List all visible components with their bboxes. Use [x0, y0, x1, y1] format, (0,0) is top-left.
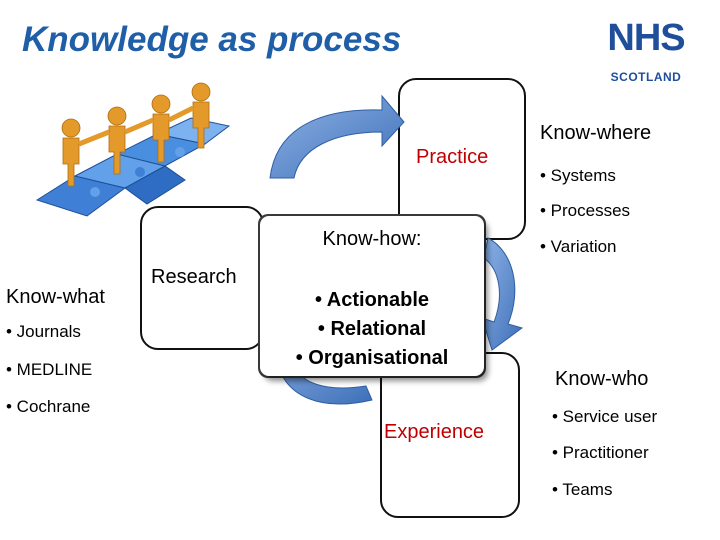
know-how-item: • Actionable: [314, 289, 430, 311]
know-who-item: • Practitioner: [552, 443, 649, 462]
practice-label: Practice: [416, 146, 489, 168]
know-what-heading: Know-what: [6, 286, 105, 308]
practice-box: [398, 78, 526, 240]
know-how-heading: Know-how:: [322, 228, 422, 250]
know-where-item: • Processes: [540, 201, 631, 220]
know-how-list: • Actionable • Relational • Organisation…: [260, 286, 484, 373]
know-what-item: • Cochrane: [6, 397, 91, 416]
know-how-item: • Relational: [317, 318, 427, 340]
research-box: [140, 206, 264, 350]
nhs-scotland-logo: NHS SCOTLAND: [596, 18, 696, 90]
research-label: Research: [151, 266, 237, 288]
know-what-item: • Journals: [6, 322, 81, 341]
know-who-item: • Teams: [552, 480, 613, 499]
know-where-item: • Variation: [540, 237, 617, 256]
know-where-heading: Know-where: [540, 122, 652, 144]
know-who-item: • Service user: [552, 407, 658, 426]
arrow-practice-to-experience: [481, 237, 524, 351]
slide-title: Knowledge as process: [22, 20, 402, 59]
know-how-box: Know-how: • Actionable • Relational • Or…: [258, 214, 486, 378]
know-what-item: • MEDLINE: [6, 360, 93, 379]
logo-secondary-text: SCOTLAND: [610, 70, 682, 84]
puzzle-people-illustration: [35, 82, 230, 217]
experience-box: [380, 352, 520, 518]
experience-label: Experience: [384, 421, 485, 443]
know-how-item: • Organisational: [295, 347, 449, 369]
know-who-heading: Know-who: [555, 368, 649, 390]
people-figures: [61, 82, 211, 187]
arrow-research-to-practice: [269, 94, 405, 179]
logo-primary-text: NHS: [607, 17, 685, 59]
know-where-item: • Systems: [540, 166, 616, 185]
